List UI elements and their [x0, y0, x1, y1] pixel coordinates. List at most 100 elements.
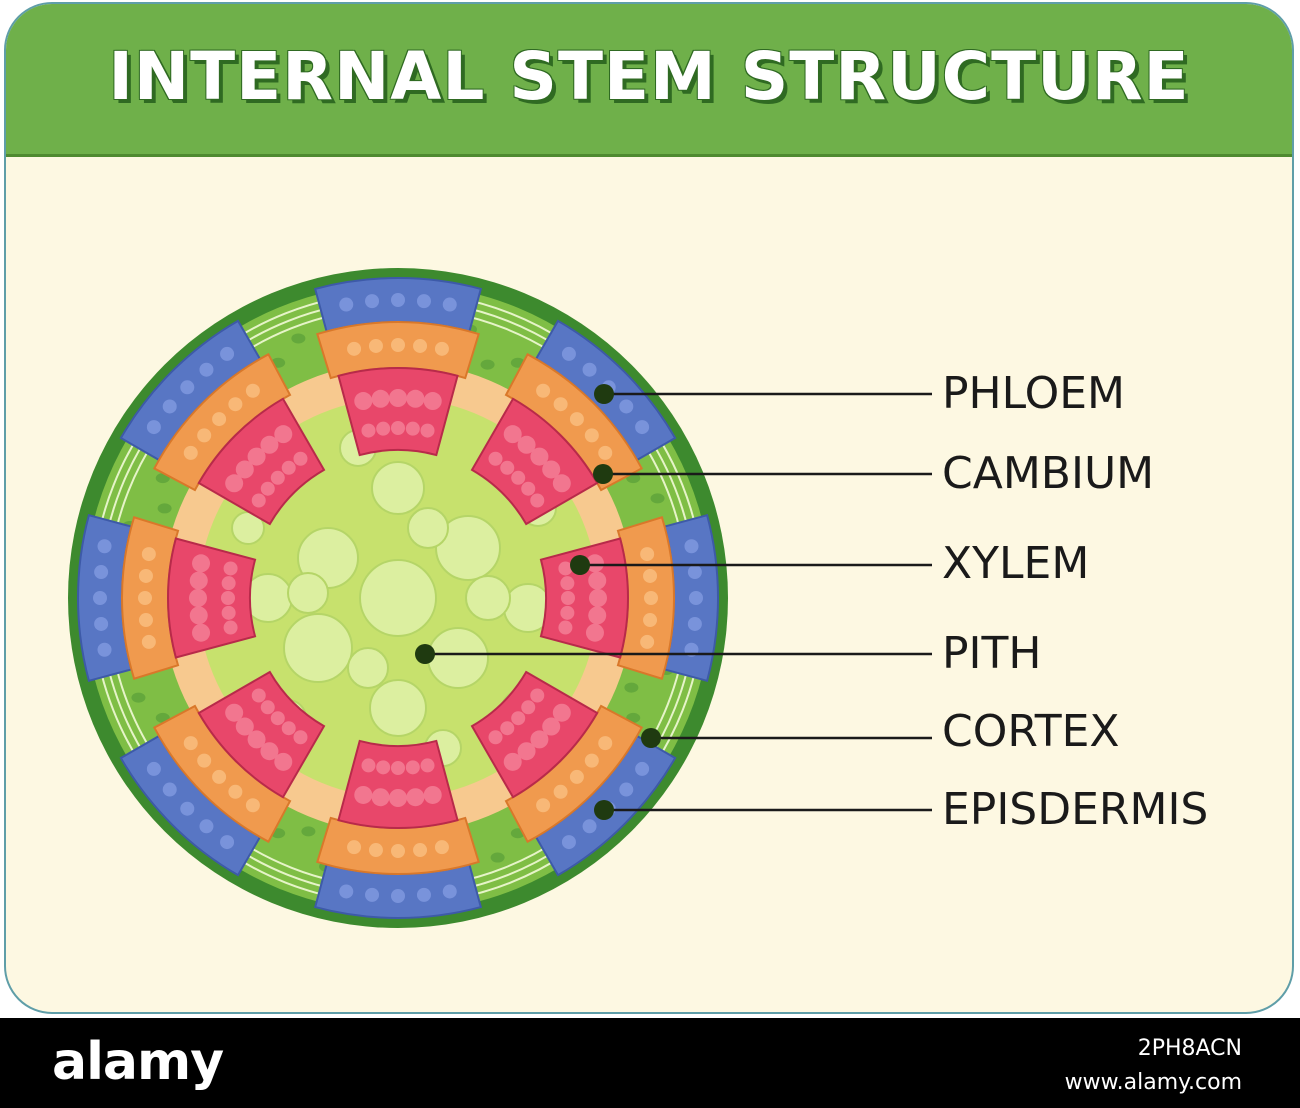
leader-dot-xylem: [570, 555, 590, 575]
cambium-cell: [141, 634, 156, 649]
cambium-cell: [413, 843, 428, 858]
phloem-cell: [416, 887, 431, 902]
brand-logo: alamy: [52, 1032, 224, 1092]
pith-cell: [359, 559, 437, 637]
stem-cross-section-diagram: [68, 268, 932, 928]
xylem-cell: [405, 421, 420, 436]
leader-dot-phloem: [594, 384, 614, 404]
xylem-cell: [221, 591, 235, 605]
xylem-cell: [361, 423, 376, 438]
cambium-cell: [138, 591, 152, 605]
xylem-cell: [558, 561, 573, 576]
label-xylem: XYLEM: [942, 538, 1090, 589]
xylem-cell: [530, 688, 545, 703]
xylem-cell: [189, 589, 207, 607]
phloem-cell: [94, 565, 109, 580]
label-cambium: CAMBIUM: [942, 448, 1155, 499]
xylem-cell: [588, 571, 607, 590]
image-id: 2PH8ACN: [1137, 1036, 1242, 1061]
cambium-cell: [536, 383, 551, 398]
cambium-cell: [347, 341, 362, 356]
xylem-cell: [585, 554, 604, 573]
cambium-cell: [553, 784, 568, 799]
phloem-cell: [365, 887, 380, 902]
phloem-cell: [684, 539, 699, 554]
phloem-cell: [687, 616, 702, 631]
phloem-cell: [416, 294, 431, 309]
cambium-cell: [598, 445, 613, 460]
xylem-bundle: [167, 537, 257, 659]
xylem-cell: [235, 717, 254, 736]
xylem-cell: [223, 561, 238, 576]
xylem-cell: [225, 703, 244, 722]
xylem-cell: [293, 451, 308, 466]
xylem-cell: [192, 554, 211, 573]
cortex-cell: [624, 682, 639, 693]
xylem-cell: [405, 760, 420, 775]
cambium-cell: [391, 844, 405, 858]
pith-cell: [427, 627, 489, 689]
phloem-cell: [220, 835, 235, 850]
xylem-cell: [189, 571, 208, 590]
xylem-cell: [354, 785, 373, 804]
xylem-cell: [406, 389, 425, 408]
leader-dot-cambium: [593, 464, 613, 484]
xylem-cell: [221, 605, 236, 620]
xylem-cell: [552, 474, 571, 493]
phloem-cell: [391, 889, 405, 903]
cambium-cell: [245, 383, 260, 398]
xylem-cell: [511, 711, 526, 726]
cambium-cell: [245, 798, 260, 813]
xylem-cell: [235, 460, 254, 479]
cambium-cell: [644, 591, 658, 605]
cambium-cell: [434, 341, 449, 356]
xylem-cell: [521, 700, 536, 715]
xylem-cell: [521, 481, 536, 496]
xylem-cell: [247, 730, 266, 749]
phloem-cell: [635, 761, 650, 776]
phloem-cell: [582, 362, 597, 377]
cambium-cell: [584, 428, 599, 443]
cambium-cell: [640, 634, 655, 649]
cambium-cell: [347, 840, 362, 855]
phloem-cell: [94, 616, 109, 631]
pith-cell: [407, 507, 449, 549]
xylem-cell: [420, 423, 435, 438]
xylem-cell: [488, 451, 503, 466]
xylem-cell: [281, 460, 296, 475]
cambium-cell: [434, 840, 449, 855]
phloem-cell: [635, 420, 650, 435]
xylem-cell: [423, 785, 442, 804]
xylem-cell: [552, 703, 571, 722]
phloem-cell: [561, 835, 576, 850]
cambium-cell: [212, 412, 227, 427]
cambium-cell: [569, 769, 584, 784]
xylem-cell: [376, 760, 391, 775]
cortex-cell: [131, 692, 146, 703]
xylem-cell: [270, 470, 285, 485]
xylem-cell: [189, 606, 208, 625]
label-pith: PITH: [942, 628, 1042, 679]
xylem-cell: [391, 761, 405, 775]
xylem-cell: [389, 389, 407, 407]
phloem-cell: [97, 642, 112, 657]
cambium-cell: [228, 397, 243, 412]
phloem-cell: [93, 591, 107, 605]
xylem-bundle: [337, 367, 459, 457]
phloem-cell: [180, 801, 195, 816]
watermark-footer: alamy 2PH8ACN www.alamy.com: [0, 1018, 1300, 1108]
xylem-cell: [542, 460, 561, 479]
xylem-cell: [260, 742, 279, 761]
cambium-cell: [138, 613, 153, 628]
cambium-cell: [413, 338, 428, 353]
phloem-cell: [391, 293, 405, 307]
label-epidermis: EPISDERMIS: [942, 784, 1209, 835]
cambium-cell: [553, 397, 568, 412]
xylem-cell: [270, 711, 285, 726]
phloem-cell: [199, 819, 214, 834]
cambium-cell: [391, 338, 405, 352]
xylem-cell: [274, 425, 293, 444]
pith-cell: [465, 575, 511, 621]
pith-cell: [369, 679, 427, 737]
label-cortex: CORTEX: [942, 706, 1120, 757]
